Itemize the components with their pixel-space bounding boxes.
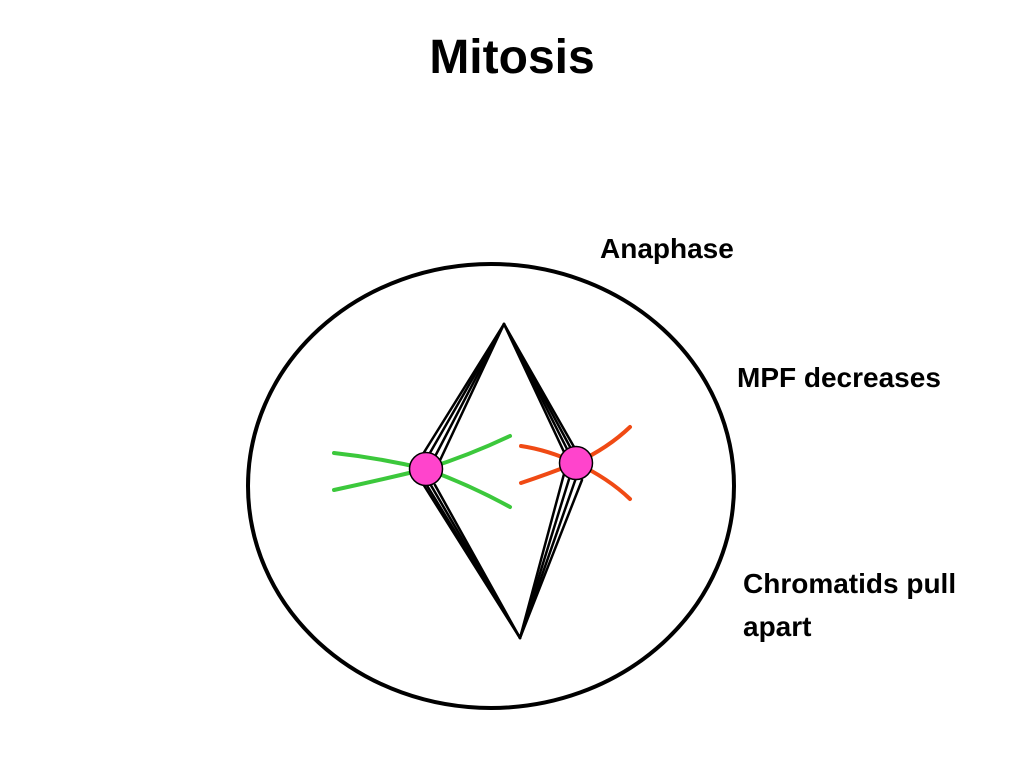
left-centromere xyxy=(408,451,444,487)
mpf-label: MPF decreases xyxy=(737,362,941,393)
right-centromere xyxy=(558,445,594,481)
chromatids-label-line1: Chromatids pull xyxy=(743,568,957,599)
spindle-fibers xyxy=(416,322,584,640)
page-title: Mitosis xyxy=(429,31,595,84)
chromatids-label-line2: apart xyxy=(743,611,812,642)
cell-membrane xyxy=(246,262,736,710)
chromatids-label: Chromatids pull apart xyxy=(743,562,956,648)
phase-label: Anaphase xyxy=(600,233,734,264)
